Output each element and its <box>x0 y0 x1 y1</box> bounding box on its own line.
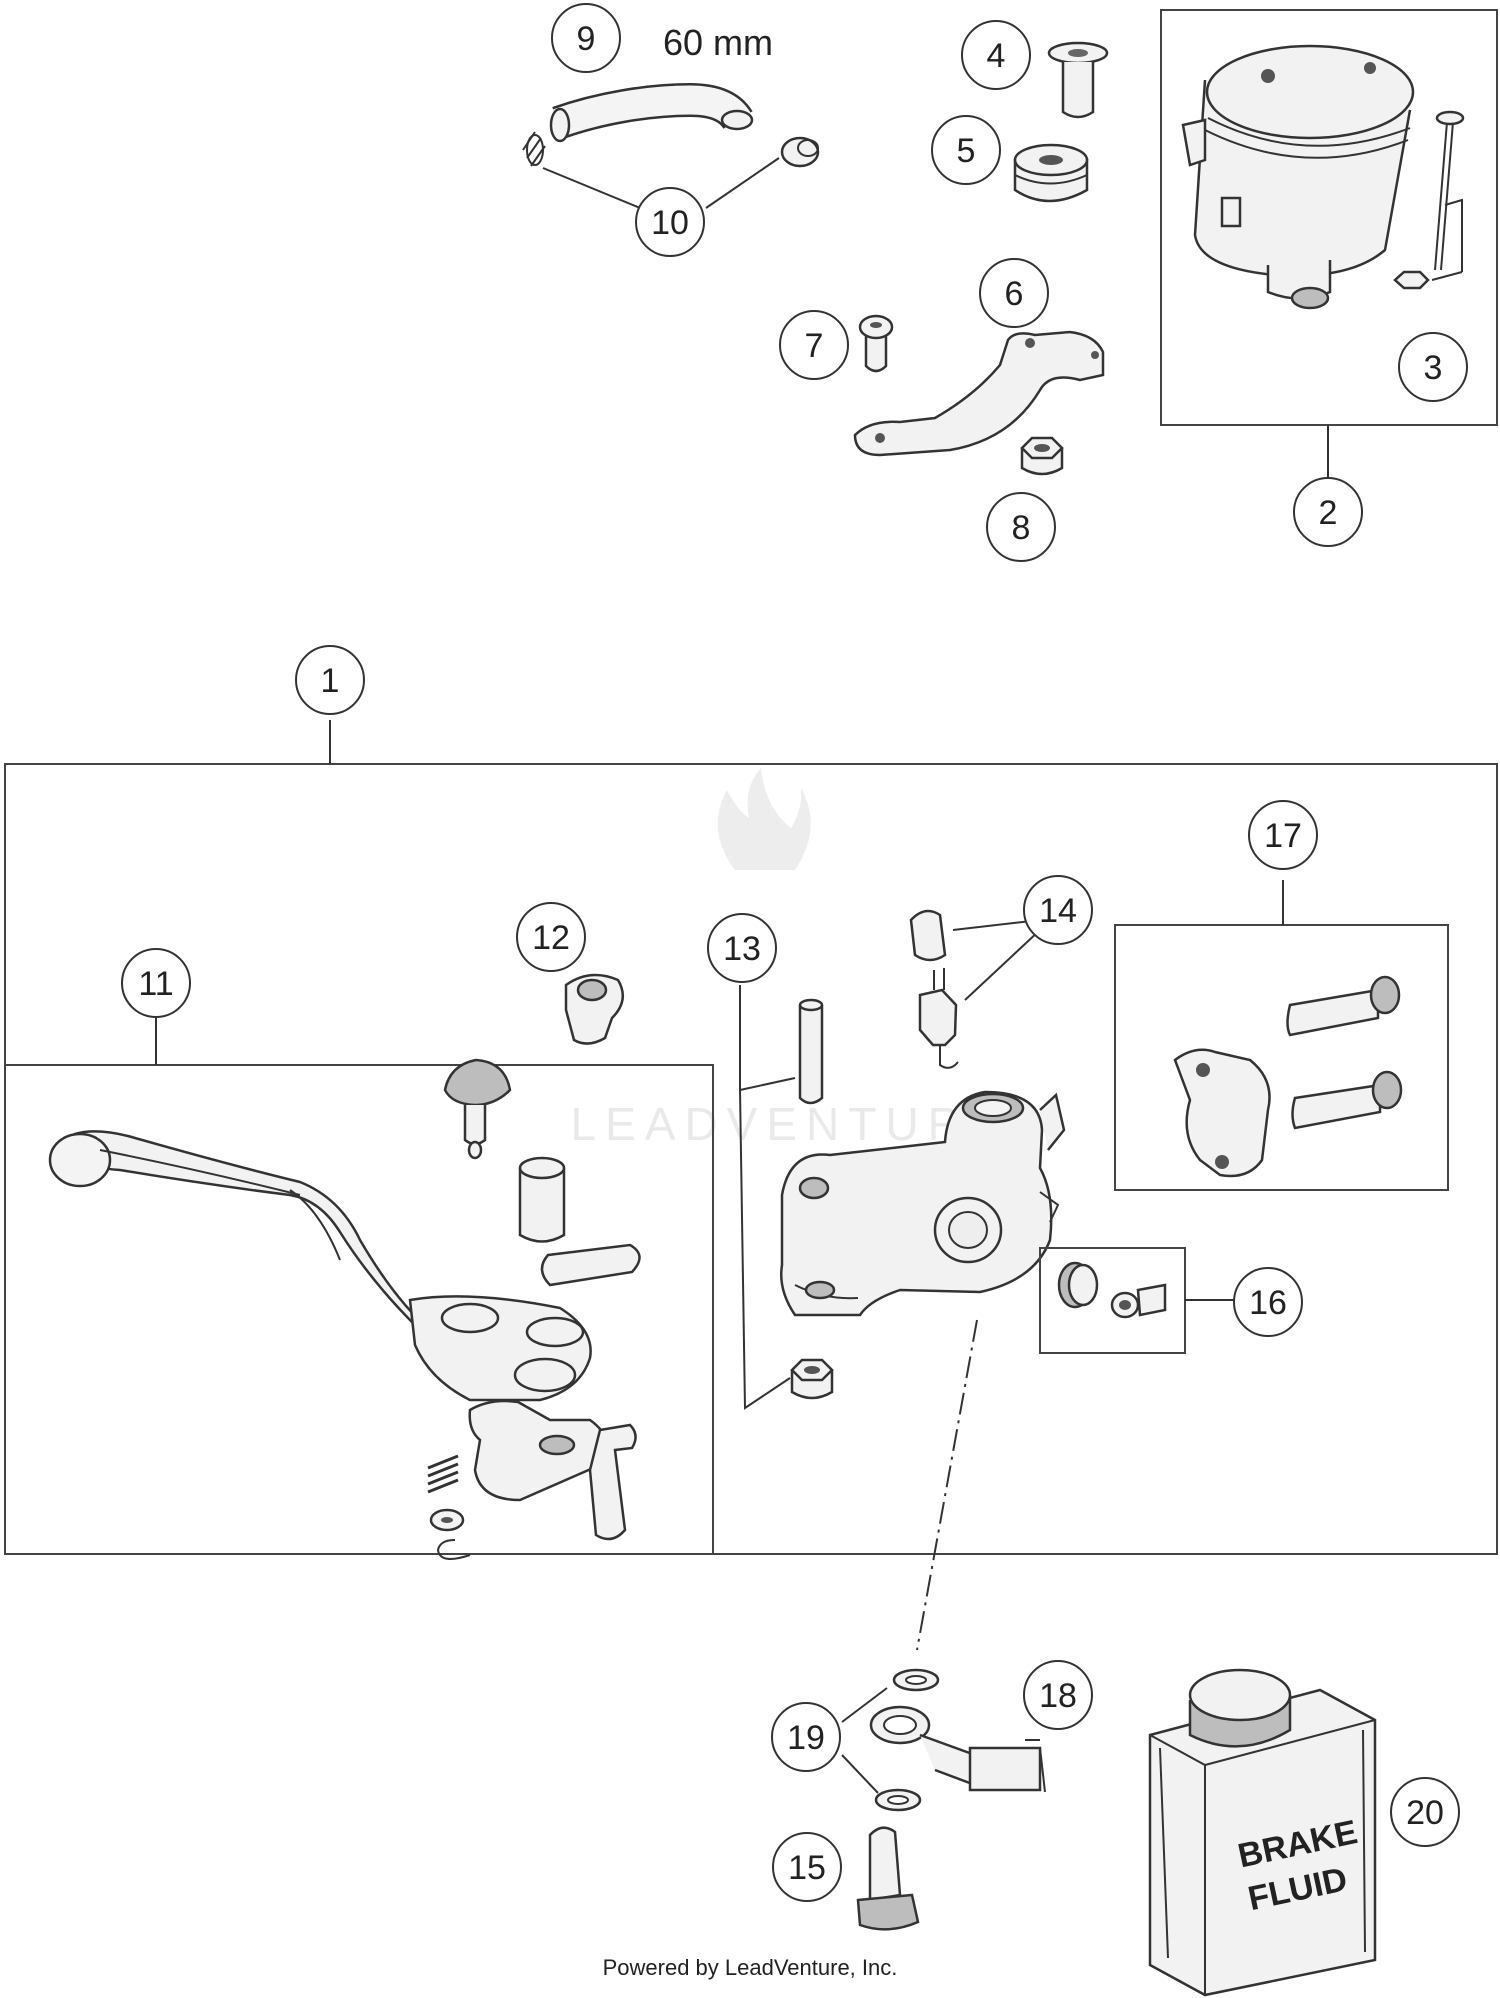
part-6-bracket <box>853 330 1105 457</box>
part-9-hose <box>549 82 754 143</box>
master-cylinder-body <box>780 1090 1066 1317</box>
callout-20: 20 <box>1390 1777 1460 1847</box>
callout-19: 19 <box>771 1702 841 1772</box>
footer-credit: Powered by LeadVenture, Inc. <box>603 1955 898 1980</box>
hose-length-label: 60 mm <box>663 22 773 63</box>
svg-text:9: 9 <box>577 20 596 58</box>
svg-text:10: 10 <box>651 204 689 242</box>
callout-9: 9 <box>551 3 621 73</box>
leader-13 <box>739 985 796 1410</box>
callout-8: 8 <box>986 492 1056 562</box>
part-20-brake-fluid: BRAKE FLUID <box>1148 1668 1377 1997</box>
part-7-small-bolt <box>858 314 894 373</box>
svg-text:18: 18 <box>1039 1677 1077 1715</box>
part-15-banjo-bolt <box>856 1826 920 1931</box>
callout-3: 3 <box>1398 332 1468 402</box>
callout-16: 16 <box>1233 1267 1303 1337</box>
svg-text:13: 13 <box>723 930 761 968</box>
part-1-frame <box>4 763 1498 1555</box>
part-13-pin-and-nut <box>790 998 834 1400</box>
watermark-text: LEADVENTURE <box>571 1098 1010 1150</box>
part-12-cap <box>564 973 625 1045</box>
part-4-bolt <box>1047 41 1109 119</box>
svg-text:14: 14 <box>1039 892 1077 930</box>
svg-text:20: 20 <box>1406 1794 1444 1832</box>
callout-6: 6 <box>979 258 1049 328</box>
part-14-bleeder <box>909 909 959 1069</box>
part-19-washers <box>874 1668 940 1812</box>
leader-19 <box>841 1687 888 1794</box>
part-2-reservoir <box>1181 44 1465 310</box>
callout-15: 15 <box>772 1832 842 1902</box>
callout-17: 17 <box>1248 800 1318 870</box>
callout-11: 11 <box>121 948 191 1018</box>
part-10-clips <box>522 131 820 168</box>
callout-7: 7 <box>779 310 849 380</box>
callout-13: 13 <box>707 913 777 983</box>
callout-1: 1 <box>295 645 365 715</box>
svg-text:17: 17 <box>1264 817 1302 855</box>
svg-text:8: 8 <box>1012 509 1031 547</box>
callout-2: 2 <box>1293 477 1363 547</box>
callout-10: 10 <box>635 187 705 257</box>
svg-text:15: 15 <box>788 1849 826 1887</box>
svg-text:4: 4 <box>987 37 1006 75</box>
part-18-banjo-fitting <box>869 1705 1046 1793</box>
callout-4: 4 <box>961 20 1031 90</box>
svg-text:12: 12 <box>532 919 570 957</box>
part-5-grommet <box>1013 143 1089 203</box>
svg-text:5: 5 <box>957 132 976 170</box>
callout-18: 18 <box>1023 1660 1093 1730</box>
part-8-nut <box>1020 436 1064 476</box>
svg-text:11: 11 <box>138 965 173 1003</box>
callout-12: 12 <box>516 902 586 972</box>
callout-5: 5 <box>931 115 1001 185</box>
part-16-seal-kit <box>1057 1261 1167 1319</box>
callout-14: 14 <box>1023 875 1093 945</box>
leader-10 <box>542 157 780 211</box>
part-11-frame <box>4 1064 714 1555</box>
svg-text:2: 2 <box>1319 494 1338 532</box>
svg-text:1: 1 <box>321 662 340 700</box>
svg-text:19: 19 <box>787 1719 825 1757</box>
part-11-lever-assembly <box>48 1058 641 1560</box>
part-17-frame <box>1114 924 1449 1191</box>
centerline <box>916 1319 978 1651</box>
part-17-clamp-and-bolts <box>1173 975 1403 1178</box>
svg-text:16: 16 <box>1249 1284 1287 1322</box>
leader-3 <box>1431 198 1463 281</box>
svg-text:6: 6 <box>1005 275 1024 313</box>
svg-text:3: 3 <box>1424 349 1443 387</box>
leader-14 <box>952 919 1041 1001</box>
svg-text:7: 7 <box>805 327 824 365</box>
watermark: LEADVENTURE <box>571 768 1010 1150</box>
